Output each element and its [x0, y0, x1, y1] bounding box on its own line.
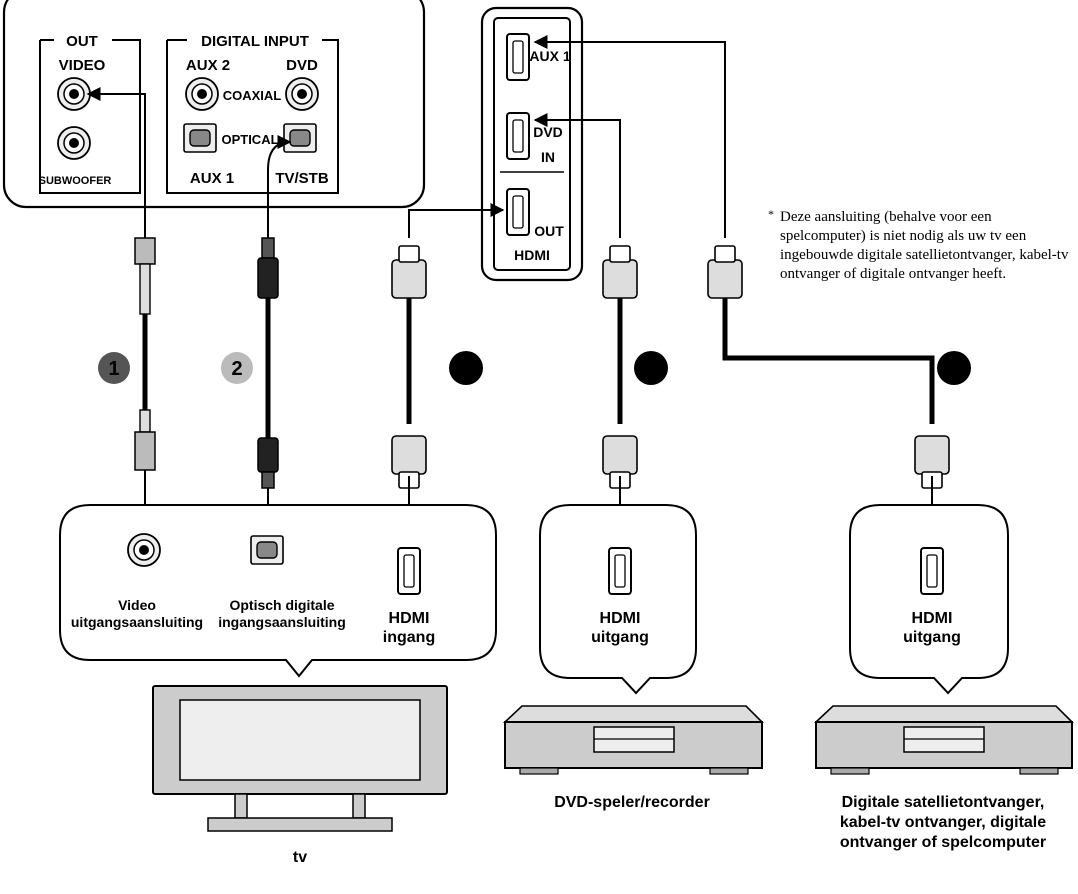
- dvd-coax-label: DVD: [286, 57, 318, 74]
- stb-hdmi-label-2: uitgang: [903, 629, 961, 646]
- aux1-optical-label: AUX 1: [190, 170, 234, 187]
- marker-a-tv-text: A: [459, 358, 473, 380]
- tv-hdmi-label-1: HDMI: [389, 610, 430, 627]
- marker-2: [221, 352, 253, 384]
- hdmi-dvd-port: [506, 112, 530, 160]
- stb-device: Digitale satellietontvanger, kabel-tv on…: [813, 705, 1074, 851]
- dvd-hdmi-port: [608, 547, 632, 595]
- optical-cable: 2: [221, 135, 292, 524]
- coaxial-aux2-jack: [185, 77, 219, 111]
- tv-video-label-1: Video: [118, 597, 156, 613]
- hdmi-dvd-label: DVD: [533, 124, 563, 140]
- hdmi-cable-dvd: A: [533, 113, 668, 522]
- tv-optical-label-1: Optisch digitale: [229, 597, 334, 613]
- marker-a-dvd: [634, 351, 668, 385]
- dvd-label: DVD-speler/recorder: [554, 794, 710, 811]
- dvd-hdmi-label-2: uitgang: [591, 629, 649, 646]
- footnote-asterisk: *: [768, 207, 774, 221]
- tv-video-jack: [127, 533, 161, 567]
- optical-label: OPTICAL: [221, 132, 278, 147]
- marker-a-dvd-text: A: [644, 358, 658, 380]
- dvd-hdmi-label-1: HDMI: [600, 610, 641, 627]
- tv-optical-label-2: ingangsaansluiting: [218, 614, 346, 630]
- out-group-label: OUT: [66, 33, 98, 50]
- stb-label-1: Digitale satellietontvanger,: [842, 794, 1045, 811]
- tv-label: tv: [293, 849, 307, 866]
- dvd-panel: HDMI uitgang: [539, 504, 697, 695]
- marker-a-stb: [937, 351, 971, 385]
- video-cable: 1: [86, 87, 156, 524]
- coaxial-label: COAXIAL: [223, 88, 282, 103]
- optical-tvstb-jack: [283, 123, 317, 153]
- dvd-device: DVD-speler/recorder: [502, 705, 764, 811]
- tv-panel: Video uitgangsaansluiting Optisch digita…: [59, 504, 497, 678]
- receiver-panel: OUT VIDEO SUBWOOFER DIGITAL INPUT AUX 2 …: [2, 0, 426, 209]
- tv-optical-jack: [250, 535, 284, 565]
- stb-label-2: kabel-tv ontvanger, digitale: [840, 814, 1046, 831]
- marker-a-tv: [449, 351, 483, 385]
- hdmi-out-port: [506, 188, 530, 236]
- subwoofer-label: SUBWOOFER: [39, 175, 112, 187]
- marker-a-stb-text: A: [947, 358, 961, 380]
- aux2-label: AUX 2: [186, 57, 230, 74]
- footnote-text: Deze aansluiting (behalve voor een spelc…: [780, 209, 1069, 282]
- video-label: VIDEO: [59, 57, 106, 74]
- hdmi-cable-stb: A: [533, 35, 971, 522]
- footnote: * Deze aansluiting (behalve voor een spe…: [768, 207, 1070, 284]
- video-out-jack: [57, 77, 91, 111]
- tv-video-label-2: uitgangsaansluiting: [71, 614, 203, 630]
- stb-panel: HDMI uitgang: [849, 504, 1009, 695]
- hdmi-panel: AUX 1 DVD IN OUT HDMI: [480, 6, 584, 282]
- marker-2-text: 2: [231, 358, 242, 380]
- stb-hdmi-label-1: HDMI: [912, 610, 953, 627]
- digital-input-label: DIGITAL INPUT: [201, 33, 309, 50]
- marker-1-text: 1: [108, 358, 119, 380]
- tv-hdmi-label-2: ingang: [383, 629, 435, 646]
- hdmi-aux1-label: AUX 1: [529, 48, 570, 64]
- tvstb-label: TV/STB: [275, 170, 329, 187]
- optical-aux1-jack: [183, 123, 217, 153]
- hdmi-in-label: IN: [541, 149, 555, 165]
- stb-hdmi-port: [920, 547, 944, 595]
- hdmi-out-label: OUT: [534, 223, 564, 239]
- hdmi-panel-label: HDMI: [514, 247, 550, 263]
- tv-device: tv: [152, 685, 448, 866]
- tv-hdmi-port: [397, 547, 421, 595]
- stb-label-3: ontvanger of spelcomputer: [840, 834, 1046, 851]
- subwoofer-jack: [57, 126, 91, 160]
- coaxial-dvd-jack: [285, 77, 319, 111]
- marker-1: [98, 352, 130, 384]
- hdmi-aux1-port: [506, 33, 530, 81]
